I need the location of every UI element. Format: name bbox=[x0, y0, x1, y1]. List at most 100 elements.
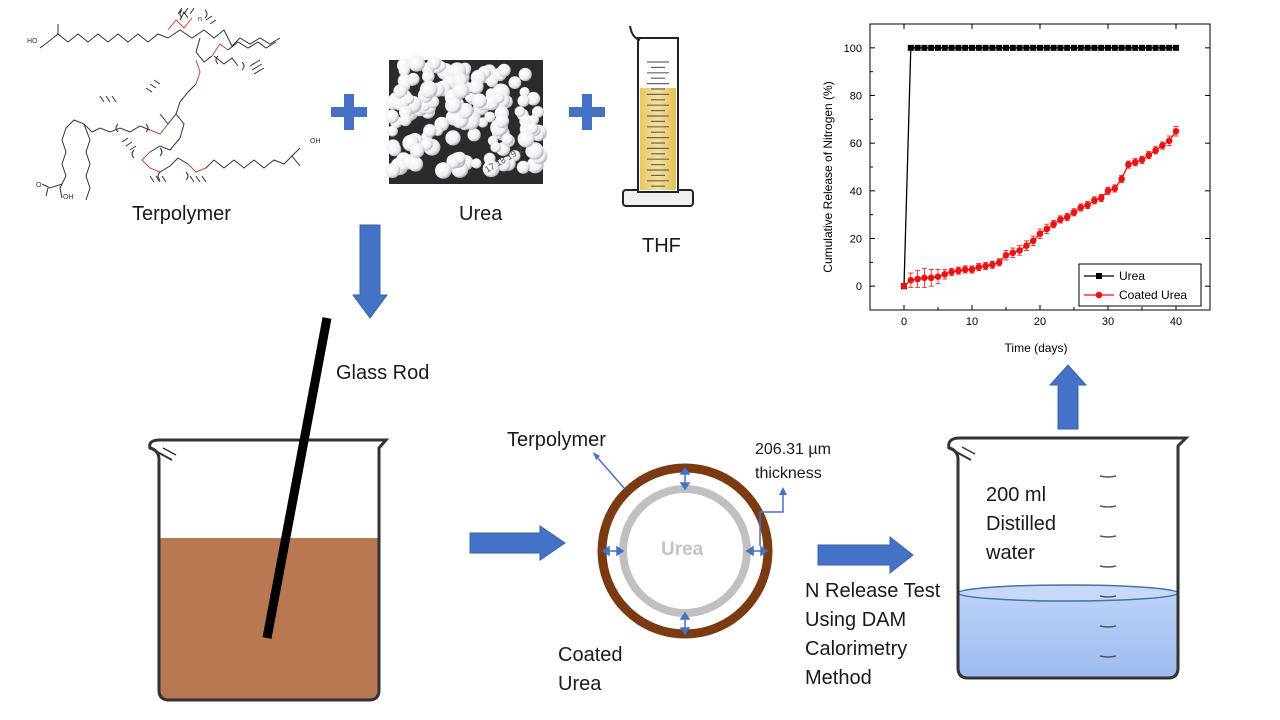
plus-icon bbox=[331, 94, 367, 130]
water-volume-label: water bbox=[986, 542, 1035, 564]
urea-bead bbox=[445, 130, 461, 146]
y-tick-label: 80 bbox=[850, 91, 862, 103]
beaker-graduation bbox=[1099, 655, 1117, 658]
mixing-beaker bbox=[148, 317, 390, 702]
data-point-coated-urea bbox=[1118, 175, 1125, 183]
data-point-coated-urea bbox=[1159, 142, 1166, 149]
structure-carbonyl: O bbox=[36, 182, 42, 189]
x-tick-label: 20 bbox=[1034, 316, 1046, 328]
data-point-coated-urea bbox=[1138, 156, 1146, 164]
water-volume-label: Distilled bbox=[986, 513, 1057, 535]
terpolymer-label: Terpolymer bbox=[132, 203, 231, 225]
beaker-graduation bbox=[1099, 535, 1117, 538]
urea-bead bbox=[471, 93, 487, 109]
data-point-urea bbox=[1057, 44, 1064, 51]
data-point-urea bbox=[914, 44, 921, 51]
data-point-coated-urea bbox=[927, 274, 935, 282]
urea-bead bbox=[452, 82, 469, 99]
legend-label: Coated Urea bbox=[1119, 288, 1187, 302]
urea-bead bbox=[399, 114, 412, 127]
data-point-coated-urea bbox=[975, 263, 983, 271]
y-tick-label: 0 bbox=[856, 281, 862, 293]
urea-bead bbox=[408, 156, 424, 172]
data-point-coated-urea bbox=[948, 268, 955, 276]
data-point-urea bbox=[969, 44, 975, 51]
urea-bead bbox=[393, 84, 408, 99]
data-point-coated-urea bbox=[1131, 158, 1139, 166]
data-point-urea bbox=[1159, 44, 1166, 51]
urea-bead bbox=[494, 93, 505, 104]
data-point-urea bbox=[1037, 44, 1043, 51]
urea-bead bbox=[508, 76, 522, 89]
data-point-coated-urea bbox=[1002, 251, 1010, 259]
coated-urea-label: Coated bbox=[558, 644, 623, 666]
water-volume-label: 200 ml bbox=[986, 484, 1047, 506]
urea-bead bbox=[526, 91, 541, 106]
x-tick-label: 10 bbox=[966, 316, 978, 328]
data-point-coated-urea bbox=[1165, 137, 1173, 145]
urea-bead bbox=[409, 143, 425, 158]
data-point-urea bbox=[1071, 44, 1077, 51]
data-point-urea bbox=[1111, 44, 1118, 51]
urea-bead bbox=[519, 87, 530, 98]
data-point-coated-urea bbox=[914, 275, 921, 283]
urea-bead bbox=[385, 109, 399, 124]
y-tick-label: 20 bbox=[850, 234, 862, 246]
y-tick-label: 100 bbox=[844, 43, 862, 55]
arrow-down bbox=[352, 224, 388, 319]
data-point-coated-urea bbox=[1111, 185, 1119, 192]
data-point-urea bbox=[1166, 44, 1173, 51]
data-point-coated-urea bbox=[1016, 247, 1023, 254]
urea-bead bbox=[385, 163, 401, 179]
data-point-coated-urea bbox=[1152, 147, 1159, 154]
thf-cylinder bbox=[622, 25, 694, 207]
urea-bead bbox=[419, 80, 438, 99]
data-point-urea bbox=[962, 44, 969, 51]
data-point-coated-urea bbox=[1063, 213, 1071, 221]
data-point-coated-urea bbox=[1104, 187, 1112, 195]
urea-bead bbox=[423, 124, 437, 138]
urea-bead bbox=[458, 104, 473, 119]
data-point-urea bbox=[948, 44, 955, 51]
legend-marker bbox=[1095, 291, 1103, 299]
data-point-coated-urea bbox=[1172, 127, 1180, 135]
urea-bead bbox=[422, 70, 435, 83]
x-tick-label: 40 bbox=[1170, 316, 1182, 328]
data-point-coated-urea bbox=[941, 270, 949, 278]
thickness-word: thickness bbox=[755, 465, 822, 482]
structure-acid-oh: OH bbox=[310, 138, 321, 145]
core-urea-label: Urea bbox=[661, 539, 704, 560]
water-beaker bbox=[947, 436, 1190, 680]
release-test-label: N Release Test bbox=[805, 580, 941, 602]
release-test-label: Method bbox=[805, 667, 872, 689]
data-point-urea bbox=[1016, 44, 1023, 51]
urea-bead bbox=[516, 160, 530, 174]
data-point-urea bbox=[1077, 44, 1084, 51]
urea-bead bbox=[387, 142, 402, 157]
terpolymer-structure bbox=[39, 7, 301, 201]
urea-bead bbox=[471, 158, 482, 169]
data-point-coated-urea bbox=[968, 266, 976, 273]
coated-urea-particle bbox=[593, 452, 787, 639]
data-point-urea bbox=[975, 44, 982, 51]
urea-bead bbox=[403, 93, 415, 105]
data-point-urea bbox=[1105, 44, 1111, 51]
data-point-urea bbox=[1050, 44, 1057, 51]
data-point-urea bbox=[907, 44, 914, 51]
data-point-urea bbox=[982, 44, 989, 51]
structure-acid-oh: HO bbox=[27, 38, 38, 45]
data-point-coated-urea bbox=[921, 274, 928, 282]
data-point-urea bbox=[941, 44, 948, 51]
urea-bead bbox=[445, 97, 462, 114]
urea-bead bbox=[469, 79, 484, 94]
urea-bead bbox=[407, 72, 420, 86]
data-point-urea bbox=[1084, 44, 1091, 51]
data-point-coated-urea bbox=[1009, 249, 1017, 257]
data-point-urea bbox=[1003, 44, 1009, 51]
data-point-urea bbox=[1173, 44, 1179, 51]
data-point-coated-urea bbox=[1036, 230, 1044, 238]
data-point-coated-urea bbox=[1050, 220, 1057, 228]
data-point-urea bbox=[921, 44, 928, 51]
